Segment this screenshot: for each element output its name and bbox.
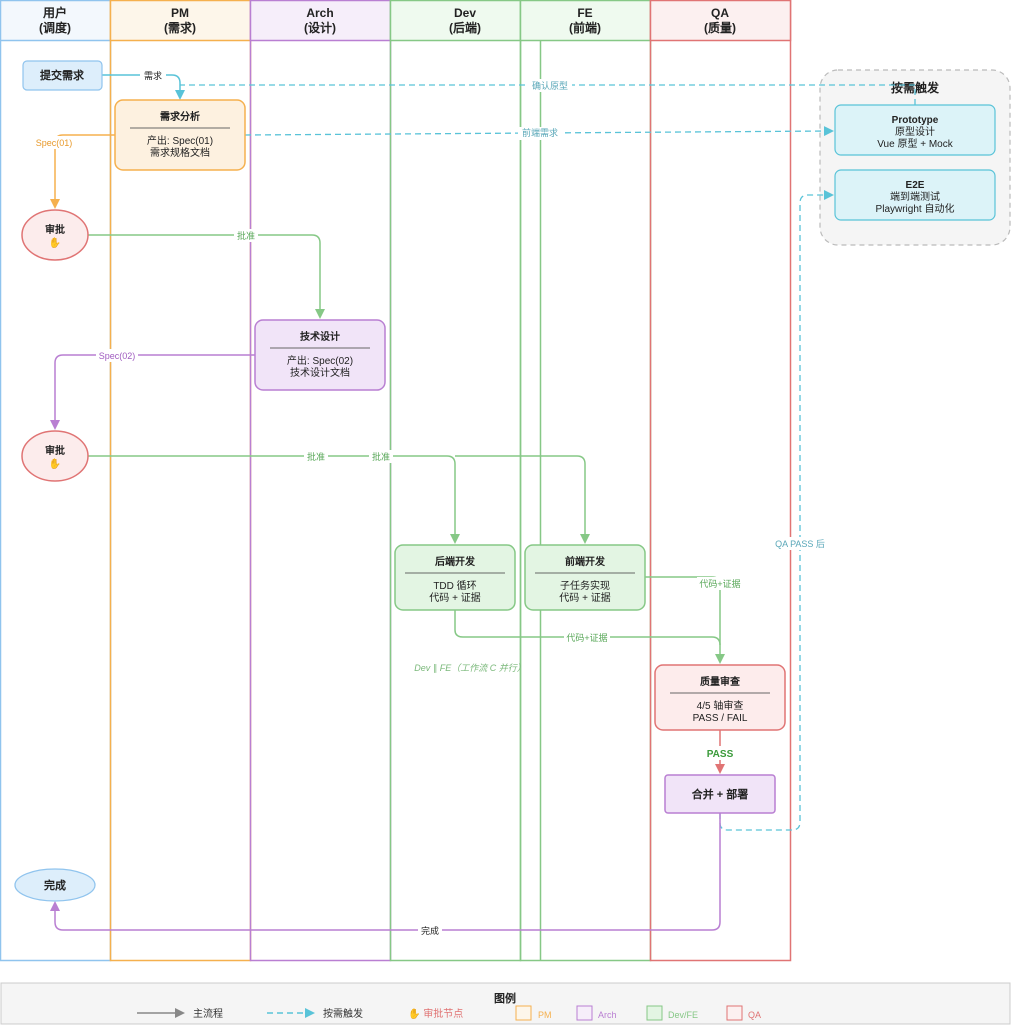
submit-demand-label: 提交需求: [40, 68, 85, 82]
qa-review-line1: 4/5 轴审查: [697, 699, 744, 712]
e2e-line2: Playwright 自动化: [876, 202, 955, 215]
legend-devfe-swatch: [646, 1005, 663, 1021]
label-approve-b: 批准: [307, 451, 325, 462]
arch-design-line2: 技术设计文档: [290, 366, 350, 379]
label-confirm-prototype: 确认原型: [532, 80, 568, 91]
label-code-evidence-be: 代码+证据: [566, 632, 607, 643]
hand-icon: ✋: [49, 457, 61, 470]
arch-design-line1: 产出: Spec(02): [287, 354, 353, 367]
lane-subtitle-arch: (设计): [304, 20, 336, 35]
pm-analysis-node[interactable]: 需求分析 产出: Spec(01) 需求规格文档: [114, 99, 246, 171]
label-pass: PASS: [707, 749, 734, 760]
frontend-dev-node[interactable]: 前端开发 子任务实现 代码 + 证据: [524, 544, 646, 611]
frontend-dev-title: 前端开发: [565, 555, 606, 568]
edge-qa-pass-after: [719, 190, 834, 831]
legend: 图例 主流程 按需触发 ✋ 审批节点 PM Arch Dev/FE QA: [0, 982, 1011, 1025]
pm-analysis-line1: 产出: Spec(01): [147, 134, 213, 147]
label-frontend-demand: 前端需求: [522, 127, 558, 138]
label-approve-c: 批准: [372, 451, 390, 462]
label-spec01: Spec(01): [36, 138, 73, 148]
arch-design-title: 技术设计: [300, 330, 340, 343]
edge-labels: 需求 确认原型 前端需求 Spec(01) 批准 Spec(02) 批准 批准 …: [33, 68, 827, 937]
qa-review-line2: PASS / FAIL: [693, 713, 748, 724]
lane-subtitle-qa: (质量): [704, 20, 736, 35]
frontend-dev-line1: 子任务实现: [560, 579, 610, 592]
legend-approval-node: ✋ 审批节点: [408, 1007, 463, 1020]
approval-node-2[interactable]: 审批 ✋: [21, 430, 89, 482]
on-demand-title: 按需触发: [891, 80, 940, 95]
legend-main-flow: 主流程: [193, 1007, 223, 1020]
edges: [50, 74, 916, 931]
edge-approve-c: [455, 455, 590, 544]
legend-arch: Arch: [598, 1010, 617, 1020]
backend-dev-title: 后端开发: [435, 555, 476, 568]
pm-analysis-line2: 需求规格文档: [150, 146, 210, 159]
e2e-line1: 端到端测试: [890, 190, 940, 203]
edge-approve-a: [88, 234, 325, 319]
label-done-edge: 完成: [421, 925, 439, 936]
approval-2-title: 审批: [45, 444, 65, 457]
legend-dev-fe: Dev/FE: [668, 1010, 698, 1020]
edge-confirm-prototype: [180, 84, 916, 105]
pm-analysis-title: 需求分析: [160, 110, 200, 123]
lane-title-pm: PM: [171, 6, 189, 20]
lane-user: 用户 (调度): [0, 0, 112, 962]
label-code-evidence-fe: 代码+证据: [699, 578, 740, 589]
done-label: 完成: [44, 878, 66, 892]
lane-title-fe: FE: [577, 6, 592, 20]
legend-qa: QA: [748, 1010, 761, 1020]
prototype-line1: 原型设计: [895, 125, 935, 138]
edge-approve-b: [88, 455, 460, 544]
edge-spec02: [50, 354, 255, 430]
backend-dev-line2: 代码 + 证据: [429, 591, 480, 604]
merge-deploy-label: 合并 + 部署: [692, 787, 749, 801]
edge-be-to-qa: [454, 610, 721, 646]
approval-1-title: 审批: [45, 223, 65, 236]
lane-fe: FE (前端): [519, 0, 652, 962]
qa-review-node[interactable]: 质量审查 4/5 轴审查 PASS / FAIL: [654, 664, 786, 731]
label-demand: 需求: [144, 70, 162, 81]
frontend-dev-line2: 代码 + 证据: [559, 591, 610, 604]
lane-title-qa: QA: [711, 6, 729, 20]
backend-dev-node[interactable]: 后端开发 TDD 循环 代码 + 证据: [394, 544, 516, 611]
lane-subtitle-dev: (后端): [449, 20, 481, 35]
approval-node-1[interactable]: 审批 ✋: [21, 209, 89, 261]
hand-icon: ✋: [49, 236, 61, 249]
qa-review-title: 质量审查: [700, 675, 741, 688]
legend-pm: PM: [538, 1010, 552, 1020]
legend-qa-swatch: [726, 1005, 743, 1021]
lane-arch: Arch (设计): [249, 0, 392, 962]
legend-pm-swatch: [515, 1005, 532, 1021]
arch-design-node[interactable]: 技术设计 产出: Spec(02) 技术设计文档: [254, 319, 386, 391]
submit-demand-node[interactable]: 提交需求: [22, 60, 103, 91]
e2e-title: E2E: [906, 180, 925, 191]
legend-title: 图例: [494, 991, 516, 1005]
prototype-node[interactable]: Prototype 原型设计 Vue 原型 + Mock: [834, 104, 996, 156]
prototype-line2: Vue 原型 + Mock: [877, 137, 953, 150]
lane-subtitle-fe: (前端): [569, 20, 601, 35]
label-approve-a: 批准: [237, 230, 255, 241]
label-spec02: Spec(02): [99, 351, 136, 361]
legend-on-demand: 按需触发: [323, 1007, 363, 1020]
lane-subtitle-pm: (需求): [164, 20, 196, 35]
backend-dev-line1: TDD 循环: [433, 579, 476, 592]
lane-title-dev: Dev: [454, 6, 476, 20]
lane-title-user: 用户: [42, 5, 67, 20]
prototype-title: Prototype: [892, 115, 939, 126]
merge-deploy-node[interactable]: 合并 + 部署: [664, 774, 776, 814]
done-node[interactable]: 完成: [14, 868, 96, 902]
lane-qa: QA (质量): [649, 0, 792, 962]
edge-done: [50, 813, 721, 931]
parallel-note: Dev ∥ FE（工作流 C 并行）: [414, 663, 526, 673]
e2e-node[interactable]: E2E 端到端测试 Playwright 自动化: [834, 169, 996, 221]
label-qa-pass-after: QA PASS 后: [775, 539, 825, 549]
legend-arch-swatch: [576, 1005, 593, 1021]
lane-title-arch: Arch: [306, 6, 333, 20]
edge-demand: [102, 74, 185, 100]
lane-subtitle-user: (调度): [39, 20, 71, 35]
